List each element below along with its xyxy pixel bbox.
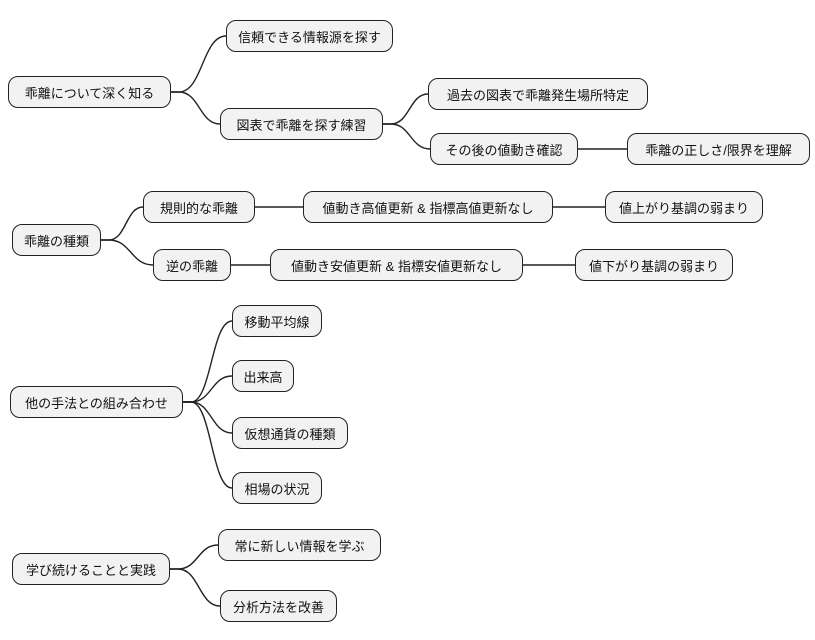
mindmap-node-weakening-uptrend: 値上がり基調の弱まり [605, 191, 763, 223]
mindmap-edge [171, 35, 227, 93]
mindmap-edge [101, 239, 154, 266]
mindmap-node-price-high-indicator-no-high: 値動き高値更新 & 指標高値更新なし [303, 191, 553, 223]
mindmap-node-market-condition: 相場の状況 [232, 472, 322, 504]
mindmap-node-find-reliable-sources: 信頼できる情報源を探す [226, 20, 393, 52]
mindmap-node-keep-learning-practice: 学び続けることと実践 [12, 553, 170, 585]
mindmap-node-practice-finding-divergence: 図表で乖離を探す練習 [220, 108, 383, 140]
mindmap-edge [383, 123, 431, 150]
mindmap-node-check-later-price-movement: その後の値動き確認 [430, 133, 578, 165]
mindmap-node-reverse-divergence: 逆の乖離 [153, 249, 231, 281]
mindmap-edge [183, 375, 233, 403]
mindmap-edge [170, 568, 221, 607]
mindmap-node-regular-divergence: 規則的な乖離 [143, 191, 255, 223]
mindmap-node-moving-average: 移動平均線 [232, 305, 322, 337]
mindmap-node-divergence-types: 乖離の種類 [12, 224, 101, 256]
mindmap-node-identify-past-divergence: 過去の図表で乖離発生場所特定 [428, 78, 648, 110]
mindmap-edge [101, 206, 144, 241]
mindmap-node-always-learn-new-info: 常に新しい情報を学ぶ [218, 529, 381, 561]
mindmap-node-learn-divergence-deeply: 乖離について深く知る [8, 76, 171, 108]
mindmap-node-crypto-currency-type: 仮想通貨の種類 [232, 417, 348, 449]
mindmap-edge [171, 91, 221, 125]
mindmap-node-understand-validity-limits: 乖離の正しさ/限界を理解 [627, 133, 810, 165]
mindmap-edge [183, 320, 233, 403]
mindmap-node-price-low-indicator-no-low: 値動き安値更新 & 指標安値更新なし [270, 249, 523, 281]
mindmap-edge [170, 544, 219, 570]
mindmap-node-combine-other-methods: 他の手法との組み合わせ [10, 386, 183, 418]
mindmap-node-trading-volume: 出来高 [232, 360, 294, 392]
mindmap-edge [183, 401, 233, 489]
mindmap-node-improve-analysis-method: 分析方法を改善 [220, 590, 337, 622]
mindmap-node-weakening-downtrend: 値下がり基調の弱まり [575, 249, 733, 281]
mindmap-edge [383, 93, 429, 125]
